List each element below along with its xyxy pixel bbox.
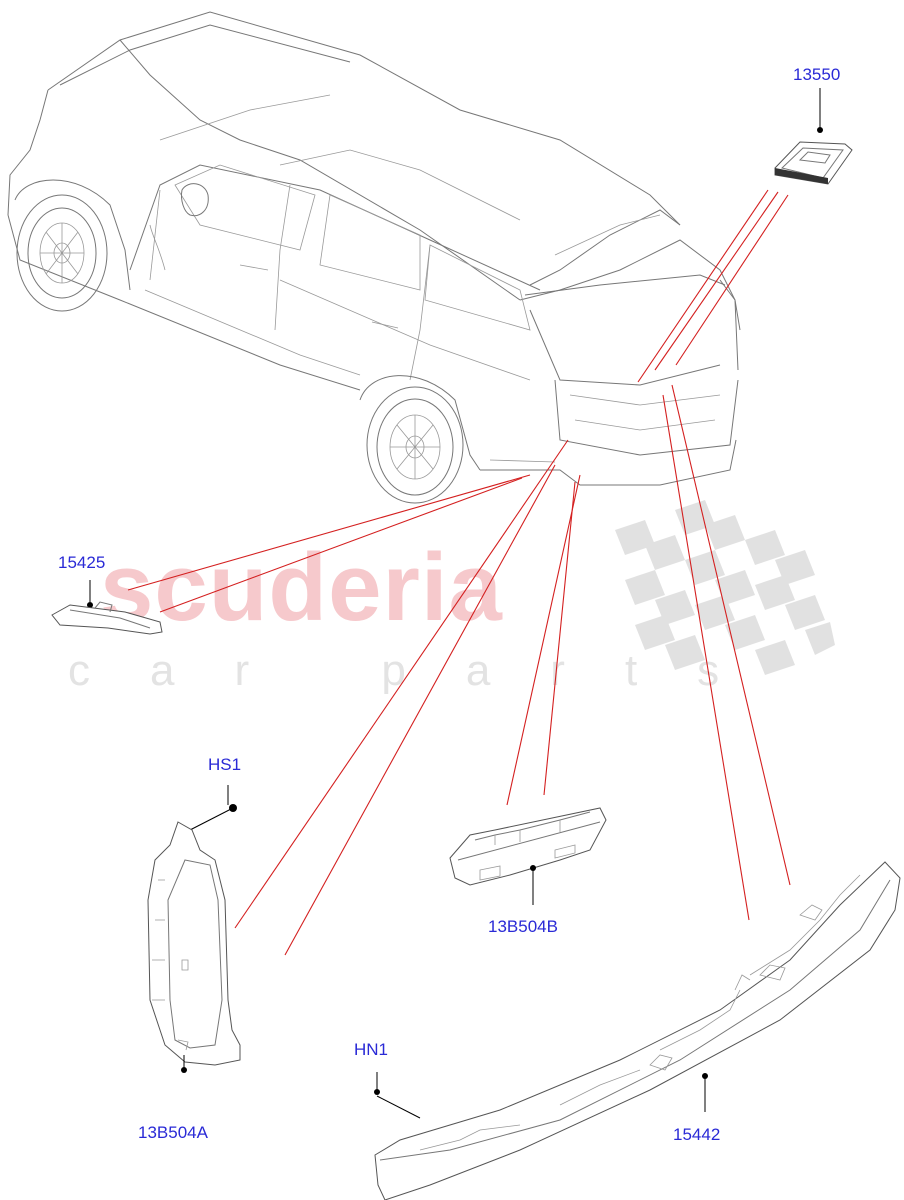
part-13B504A-side-lamp — [147, 785, 241, 1073]
leader-lines — [127, 189, 791, 956]
label-15425[interactable]: 15425 — [58, 553, 105, 572]
label-HN1[interactable]: HN1 — [354, 1040, 388, 1059]
vehicle-illustration — [7, 11, 741, 504]
label-13550[interactable]: 13550 — [793, 65, 840, 84]
label-13B504A[interactable]: 13B504A — [138, 1123, 209, 1142]
rear-wheel — [366, 386, 464, 504]
part-13550-license-lamp — [774, 88, 853, 185]
watermark: scuderia car parts — [68, 500, 835, 695]
label-HS1[interactable]: HS1 — [208, 755, 241, 774]
part-15425-lamp — [51, 580, 163, 635]
watermark-tagline: car parts — [68, 646, 779, 695]
part-labels: 13550 15425 HS1 13B504B HN1 13B504A 1544… — [58, 65, 840, 1144]
part-13B504B-center-lamp — [449, 807, 607, 905]
label-15442[interactable]: 15442 — [673, 1125, 720, 1144]
front-wheel — [16, 194, 108, 312]
label-13B504B[interactable]: 13B504B — [488, 917, 558, 936]
checkered-flag-icon — [615, 500, 835, 675]
part-15442-tailgate-lamp — [374, 861, 901, 1200]
watermark-brand: scuderia — [100, 534, 503, 641]
